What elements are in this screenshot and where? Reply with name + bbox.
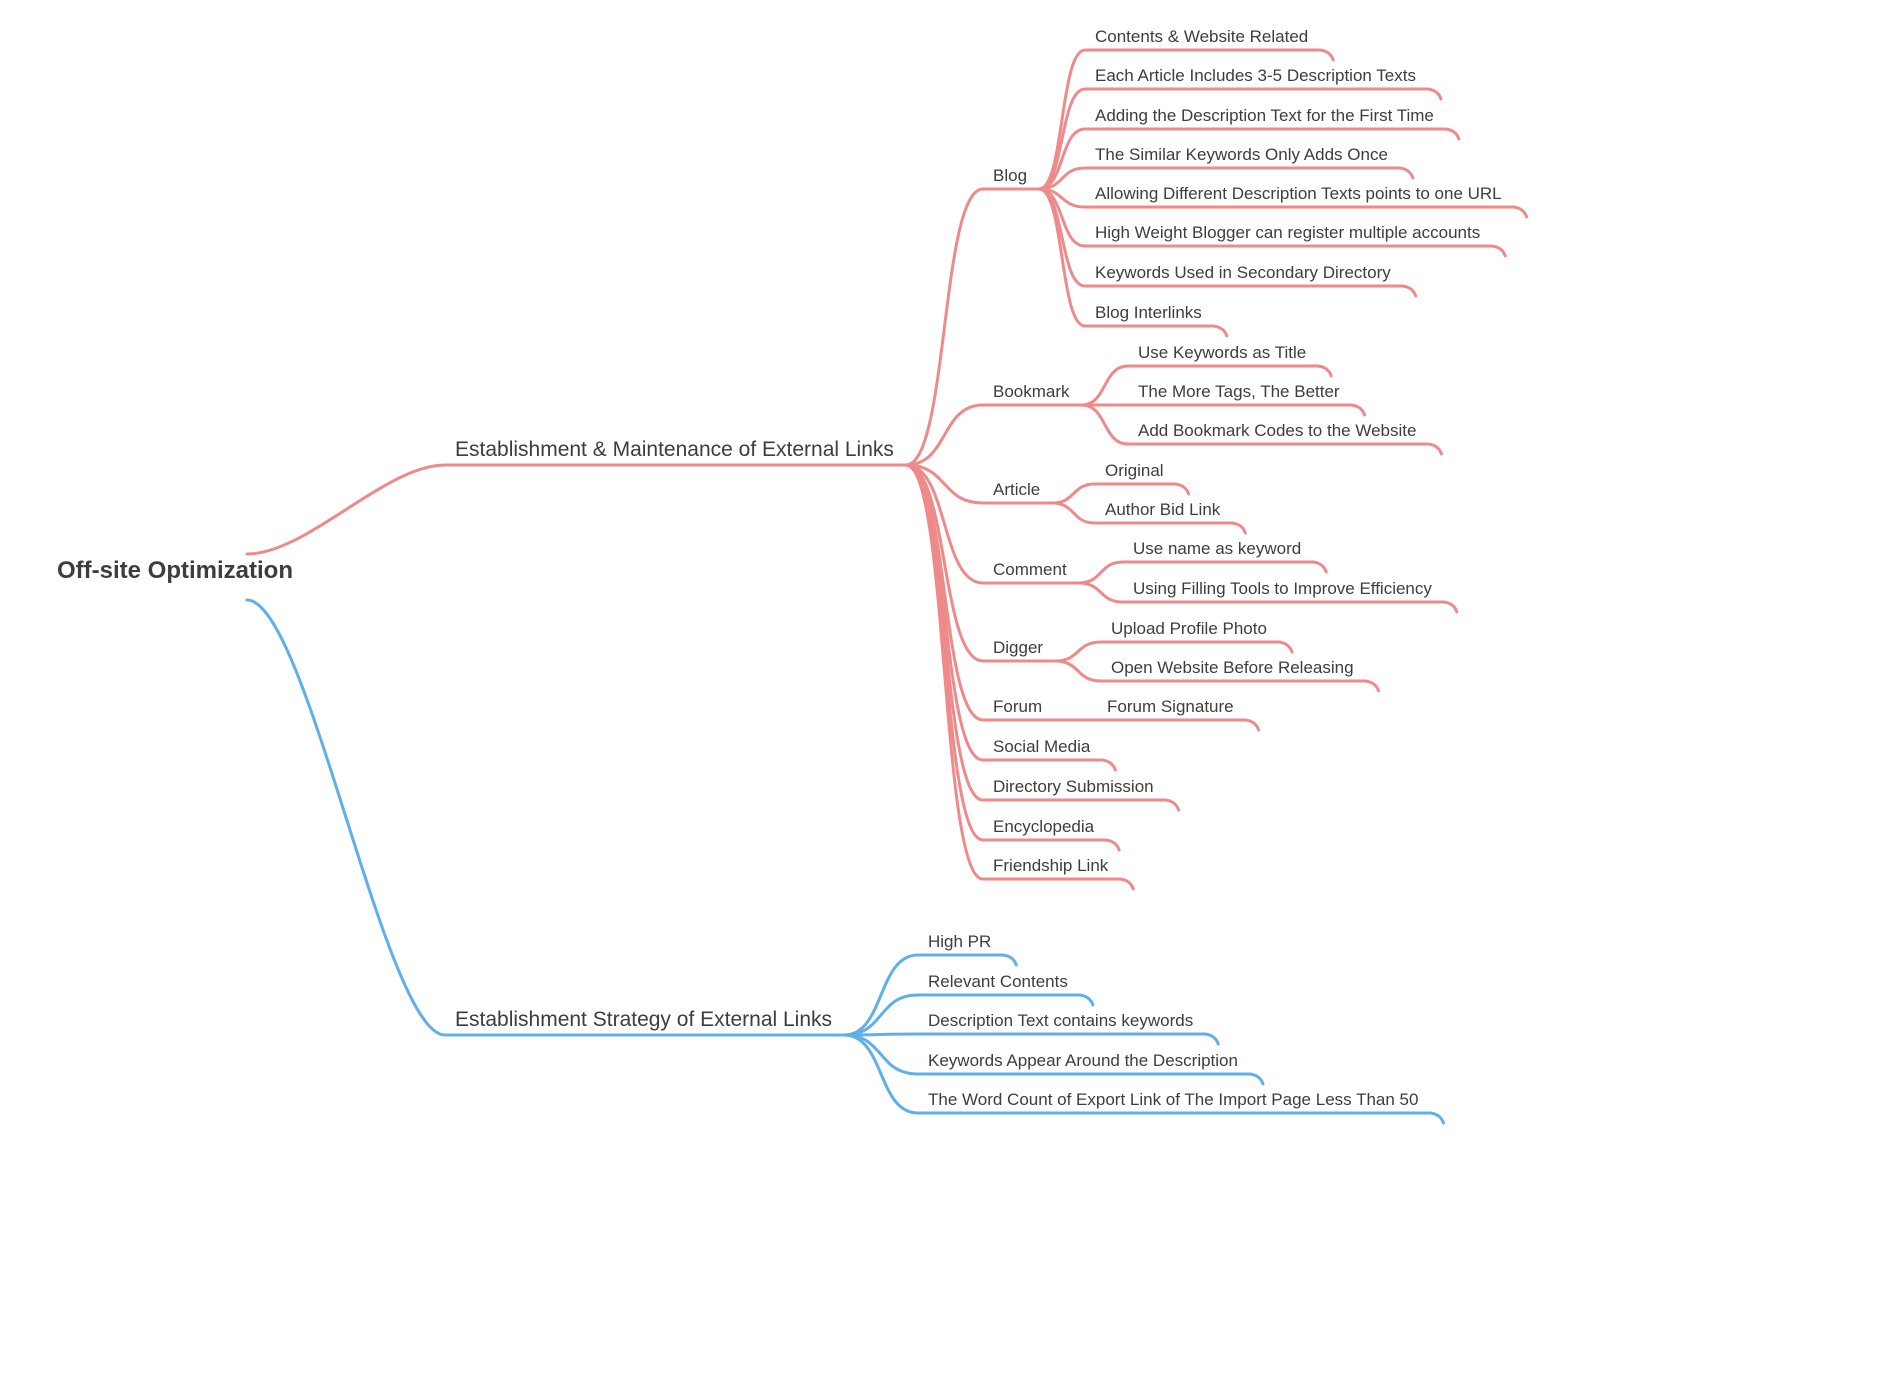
- branch-connector-the-similar-keywords-only-adds-once: [1037, 166, 1415, 191]
- branch-connector-forum-signature: [1052, 718, 1261, 732]
- branch-connector-social-media: [904, 463, 1117, 772]
- node-label-digger: Digger: [993, 638, 1043, 657]
- node-label-adding-the-description-text-for-the-firs: Adding the Description Text for the Firs…: [1095, 106, 1434, 125]
- connector-lines-layer: [245, 48, 1529, 1125]
- node-label-keywords-appear-around-the-description: Keywords Appear Around the Description: [928, 1051, 1238, 1070]
- node-labels-layer: Off-site Optimization Establishment & Mai…: [57, 27, 1502, 1109]
- branch-connector-adding-the-description-text-for-the-firs: [1037, 127, 1461, 191]
- branch-connector-establishment-maintenance-of-external-li: [245, 463, 908, 556]
- node-label-upload-profile-photo: Upload Profile Photo: [1111, 619, 1267, 638]
- branch-connector-keywords-appear-around-the-description: [842, 1033, 1265, 1086]
- branch-connector-bookmark: [904, 403, 1084, 467]
- node-label-encyclopedia: Encyclopedia: [993, 817, 1095, 836]
- branch-connector-establishment-strategy-of-external-links: [245, 598, 846, 1037]
- node-label-the-similar-keywords-only-adds-once: The Similar Keywords Only Adds Once: [1095, 145, 1388, 164]
- root-topic-label: Off-site Optimization: [57, 557, 293, 584]
- node-label-high-pr: High PR: [928, 932, 991, 951]
- node-label-using-filling-tools-to-improve-efficienc: Using Filling Tools to Improve Efficienc…: [1133, 579, 1432, 598]
- node-label-forum-signature: Forum Signature: [1107, 697, 1234, 716]
- branch-connector-original: [1050, 482, 1191, 505]
- node-label-article: Article: [993, 480, 1040, 499]
- node-label-blog: Blog: [993, 166, 1027, 185]
- branch-connector-contents-website-related: [1037, 48, 1335, 191]
- node-label-directory-submission: Directory Submission: [993, 777, 1154, 796]
- node-label-contents-website-related: Contents & Website Related: [1095, 27, 1308, 46]
- node-label-forum: Forum: [993, 697, 1042, 716]
- node-label-social-media: Social Media: [993, 737, 1091, 756]
- node-label-each-article-includes-3-5-description-te: Each Article Includes 3-5 Description Te…: [1095, 66, 1416, 85]
- branch-connector-the-more-tags-the-better: [1080, 403, 1367, 417]
- node-label-the-word-count-of-export-link-of-the-imp: The Word Count of Export Link of The Imp…: [928, 1090, 1418, 1109]
- node-label-use-name-as-keyword: Use name as keyword: [1133, 539, 1301, 558]
- branch-connector-each-article-includes-3-5-description-te: [1037, 87, 1443, 191]
- node-label-allowing-different-description-texts-poi: Allowing Different Description Texts poi…: [1095, 184, 1502, 203]
- node-label-high-weight-blogger-can-register-multipl: High Weight Blogger can register multipl…: [1095, 223, 1480, 242]
- branch-connector-author-bid-link: [1050, 501, 1247, 535]
- branch-connector-upload-profile-photo: [1053, 640, 1294, 663]
- node-label-add-bookmark-codes-to-the-website: Add Bookmark Codes to the Website: [1138, 421, 1416, 440]
- branch-connector-add-bookmark-codes-to-the-website: [1080, 403, 1443, 456]
- node-label-keywords-used-in-secondary-directory: Keywords Used in Secondary Directory: [1095, 263, 1391, 282]
- node-label-author-bid-link: Author Bid Link: [1105, 500, 1221, 519]
- node-label-comment: Comment: [993, 560, 1067, 579]
- branch-connector-allowing-different-description-texts-poi: [1037, 187, 1529, 219]
- node-label-original: Original: [1105, 461, 1164, 480]
- branch-connector-use-keywords-as-title: [1080, 364, 1333, 407]
- branch-connector-description-text-contains-keywords: [842, 1032, 1220, 1046]
- node-label-open-website-before-releasing: Open Website Before Releasing: [1111, 658, 1354, 677]
- branch-connector-high-weight-blogger-can-register-multipl: [1037, 187, 1507, 258]
- node-label-bookmark: Bookmark: [993, 382, 1070, 401]
- branch-connector-comment: [904, 463, 1081, 585]
- node-label-blog-interlinks: Blog Interlinks: [1095, 303, 1202, 322]
- node-label-description-text-contains-keywords: Description Text contains keywords: [928, 1011, 1193, 1030]
- branch-connector-keywords-used-in-secondary-directory: [1037, 187, 1418, 298]
- node-label-relevant-contents: Relevant Contents: [928, 972, 1068, 991]
- node-label-use-keywords-as-title: Use Keywords as Title: [1138, 343, 1306, 362]
- branch-connector-open-website-before-releasing: [1053, 659, 1381, 693]
- branch-connector-article: [904, 463, 1054, 505]
- branch-connector-blog-interlinks: [1037, 187, 1229, 338]
- node-label-friendship-link: Friendship Link: [993, 856, 1109, 875]
- branch-connector-the-word-count-of-export-link-of-the-imp: [842, 1033, 1445, 1125]
- node-label-establishment-strategy-of-external-links: Establishment Strategy of External Links: [455, 1008, 832, 1031]
- branch-connector-use-name-as-keyword: [1077, 560, 1328, 585]
- branch-connector-using-filling-tools-to-improve-efficienc: [1077, 581, 1459, 614]
- branch-connector-blog: [904, 187, 1041, 467]
- branch-connector-friendship-link: [904, 463, 1135, 891]
- branch-connector-relevant-contents: [842, 993, 1095, 1037]
- branch-connector-high-pr: [842, 953, 1018, 1037]
- node-label-establishment-maintenance-of-external-li: Establishment & Maintenance of External …: [455, 438, 894, 461]
- node-label-the-more-tags-the-better: The More Tags, The Better: [1138, 382, 1340, 401]
